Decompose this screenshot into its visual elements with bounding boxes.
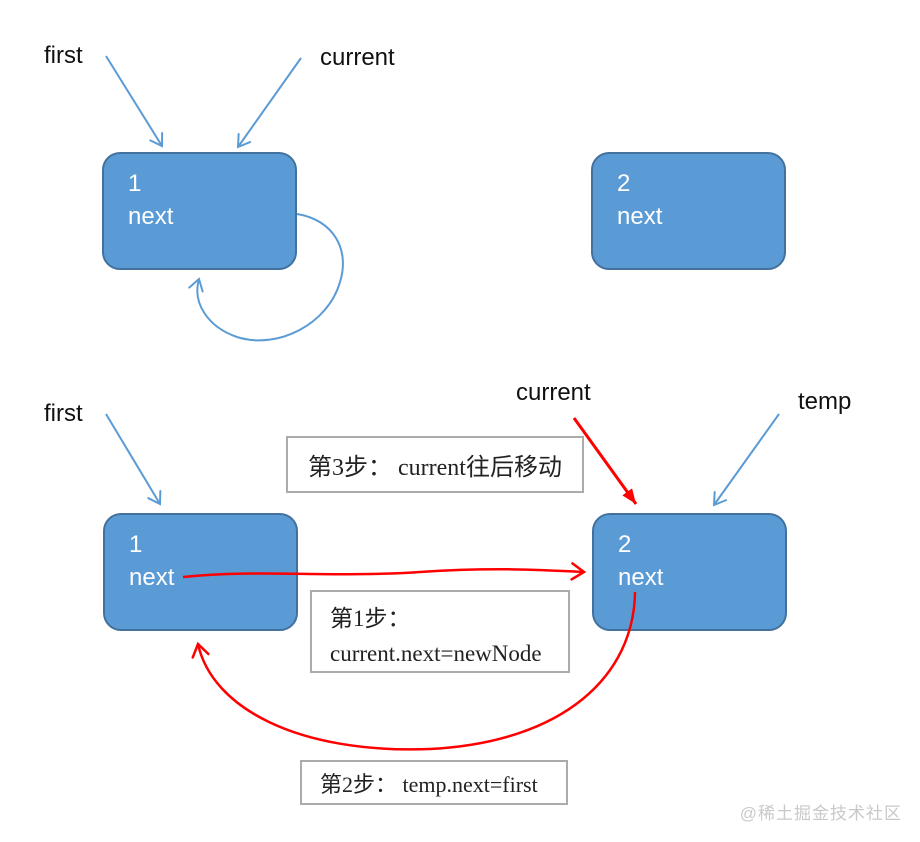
node-2-bottom: 2 next [592, 513, 787, 631]
step1-annotation-box: 第1步： current.next=newNode [310, 590, 570, 673]
node-2-top-value: 2 [617, 170, 631, 197]
step2-annotation-box: 第2步： temp.next=first [300, 760, 568, 805]
pointer-label-current-bottom: current [516, 379, 591, 406]
step2-text: 第2步： temp.next=first [320, 771, 538, 797]
node-2-top-next-field: next [617, 203, 663, 230]
pointer-label-current-top: current [320, 44, 395, 71]
first-arrow-bottom [105, 413, 162, 506]
node-2-top: 2 next [591, 152, 786, 270]
temp-arrow [712, 413, 780, 507]
step1-text-line2: current.next=newNode [330, 641, 542, 666]
step3-text: 第3步： current往后移动 [308, 455, 562, 481]
pointer-label-first-bottom: first [44, 400, 83, 427]
node-2-bottom-value: 2 [618, 531, 632, 558]
watermark: @稀土掘金技术社区 [739, 804, 902, 823]
node-1-top-value: 1 [128, 170, 142, 197]
node-1-bottom-value: 1 [129, 531, 143, 558]
current-arrow-top [236, 57, 302, 149]
step1-text-line1: 第1步： [330, 606, 411, 631]
step3-annotation-box: 第3步： current往后移动 [286, 436, 584, 493]
node-1-top-next-field: next [128, 203, 174, 230]
node-2-bottom-next-field: next [618, 564, 664, 591]
node-1-bottom-next-field: next [129, 564, 175, 591]
node-1-top: 1 next [102, 152, 297, 270]
pointer-label-first-top: first [44, 42, 83, 69]
node-1-bottom: 1 next [103, 513, 298, 631]
first-arrow-top [105, 55, 164, 148]
pointer-label-temp: temp [798, 388, 852, 415]
